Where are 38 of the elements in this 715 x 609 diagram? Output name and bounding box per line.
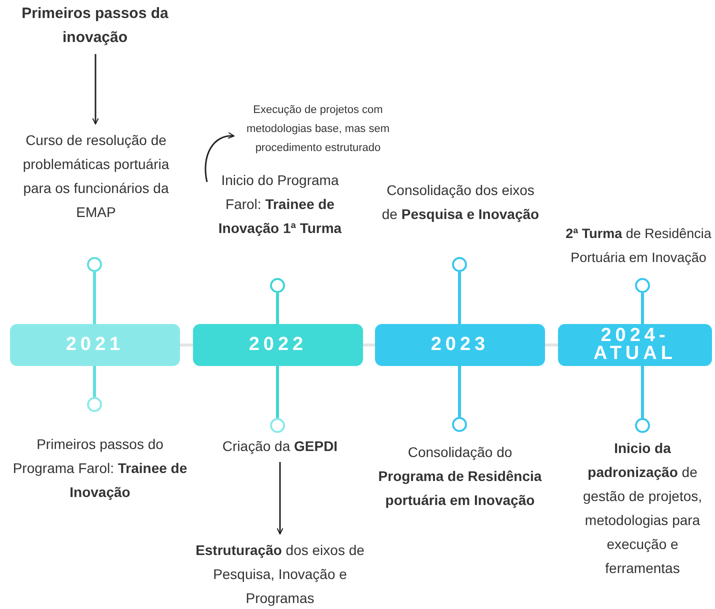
connector-line [93, 366, 96, 397]
timeline-dot [87, 397, 102, 412]
year-bar [558, 324, 712, 366]
timeline-dot [452, 257, 467, 272]
event-text: Primeiros passos da inovação [0, 2, 190, 50]
event-text: Estruturação dos eixos de Pesquisa, Inovação e Programas [195, 538, 365, 609]
year-label: 2022 [248, 336, 308, 354]
connector-line [641, 293, 644, 324]
year-bar [193, 324, 363, 366]
event-text: Curso de resolução de problemáticas portuária para os funcionários da EMAP [8, 128, 184, 224]
event-text: Criação da GEPDI [200, 434, 360, 458]
connector-line [458, 272, 461, 324]
event-text: Consolidação do Programa de Residência portuária em Inovação [377, 443, 543, 510]
event-text: Execução de projetos com metodologias base, mas sem procedimento estruturado [228, 101, 408, 158]
timeline-dot [635, 418, 650, 433]
event-text: Inicio do Programa Farol: Trainee de Inovação 1ª Turma [205, 168, 355, 240]
year-label: 2021 [66, 336, 124, 354]
connector-line [276, 366, 279, 418]
event-text: 2ª Turma de Residência Portuária em Inovação [564, 225, 712, 267]
event-text: Consolidação dos eixos de Pesquisa e Inovação [380, 181, 540, 224]
arrow [92, 54, 99, 124]
timeline-dot [270, 418, 285, 433]
arrow [276, 462, 284, 534]
connector-line [276, 293, 279, 324]
connector-line [458, 366, 461, 417]
year-bar [10, 324, 180, 366]
timeline-dot [452, 417, 467, 432]
timeline-dot [270, 278, 285, 293]
connector-line [641, 366, 644, 418]
year-label: 2023 [430, 336, 490, 354]
connector-line [93, 272, 96, 324]
arrow [204, 132, 234, 182]
event-text: Primeiros passos do Programa Farol: Trainee de Inovação [12, 435, 188, 502]
timeline-dot [635, 278, 650, 293]
timeline-dot [87, 257, 102, 272]
event-text: Inicio da padronização de gestão de projetos, metodologias para execução e ferramentas [582, 439, 704, 578]
year-bar [375, 324, 545, 366]
year-label: 2024- ATUAL [592, 327, 678, 363]
